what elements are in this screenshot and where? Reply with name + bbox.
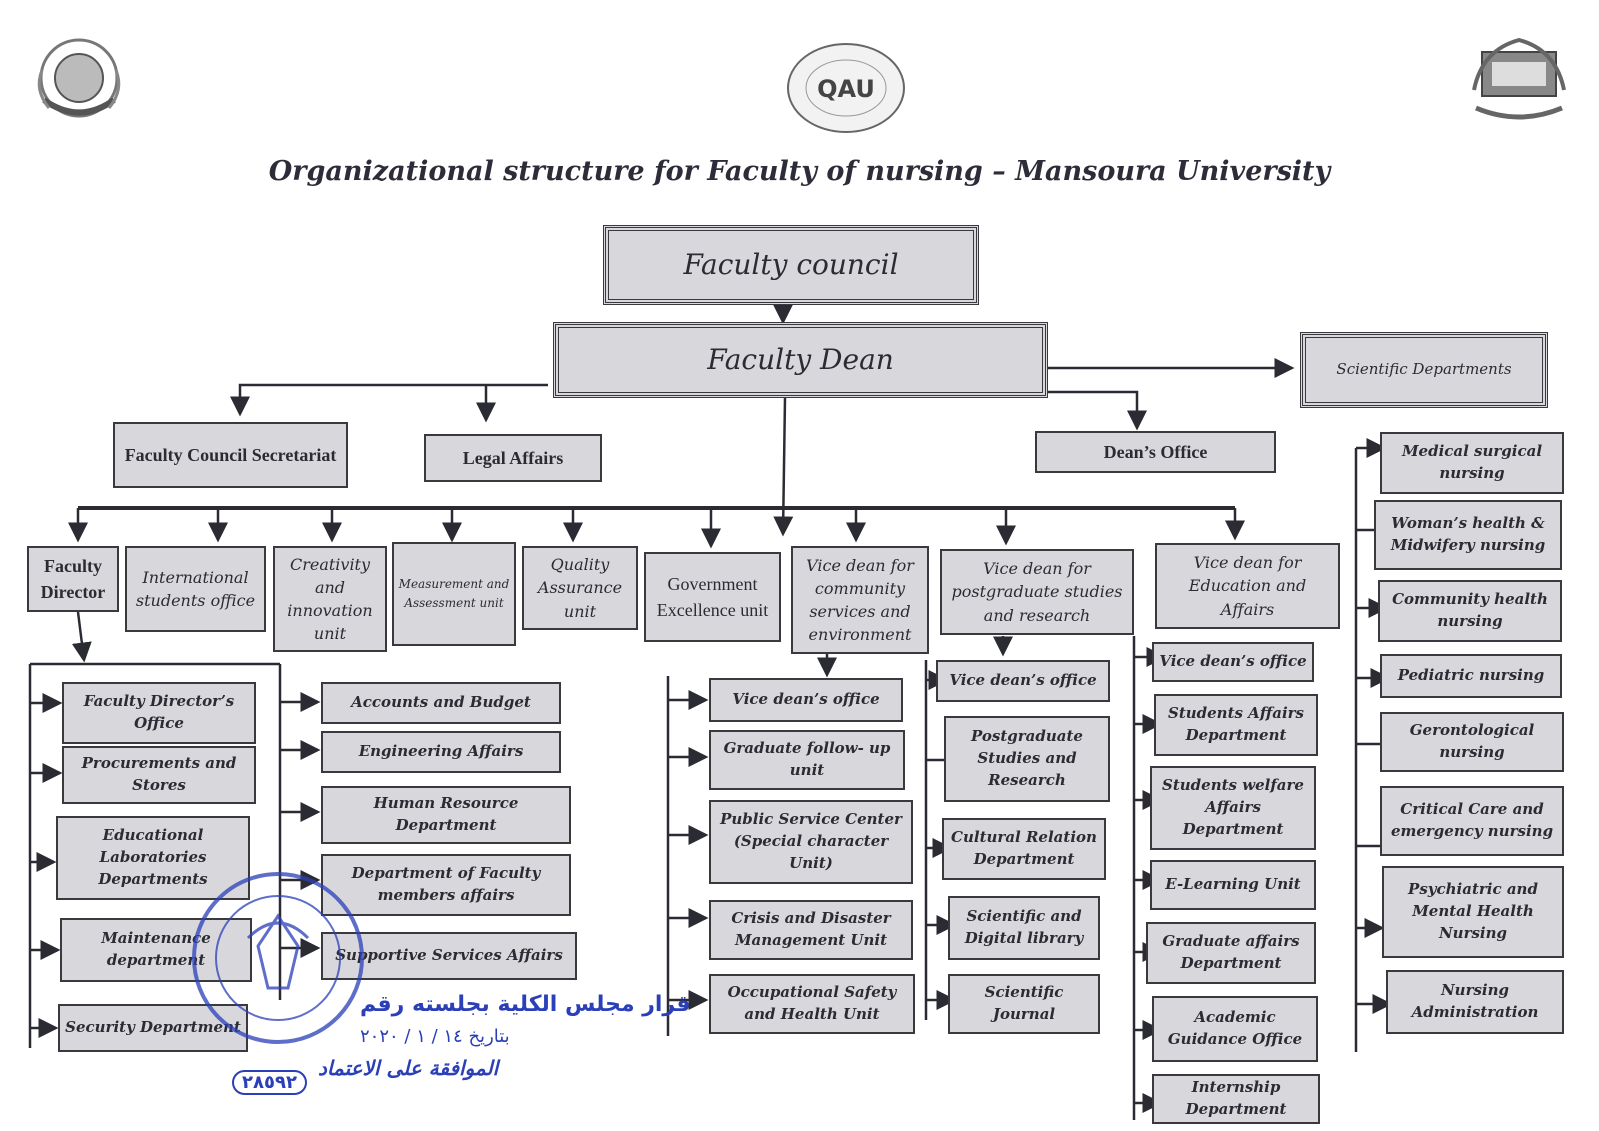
- postgraduate-studies-box: Postgraduate Studies and Research: [944, 716, 1110, 802]
- internship-department-box: Internship Department: [1152, 1074, 1320, 1124]
- graduate-affairs-box: Graduate affairs Department: [1146, 922, 1316, 984]
- cultural-relation-box: Cultural Relation Department: [942, 818, 1106, 880]
- faculty-dean-box: Faculty Dean: [553, 322, 1048, 398]
- faculty-members-affairs-box: Department of Faculty members affairs: [321, 854, 571, 916]
- students-welfare-box: Students welfare Affairs Department: [1150, 766, 1316, 850]
- accounts-budget-box: Accounts and Budget: [321, 682, 561, 724]
- e-learning-box: E-Learning Unit: [1150, 860, 1316, 910]
- community-vd-office-box: Vice dean’s office: [709, 678, 903, 722]
- stamp-signature-text: الموافقة على الاعتماد: [318, 1056, 499, 1080]
- university-emblem-icon: [37, 38, 121, 118]
- crisis-management-box: Crisis and Disaster Management Unit: [709, 900, 913, 960]
- stamp-number-badge: ٢٨٥٩٢: [232, 1070, 307, 1095]
- international-students-box: International students office: [125, 546, 266, 632]
- academic-guidance-box: Academic Guidance Office: [1152, 996, 1318, 1062]
- critical-care-box: Critical Care and emergency nursing: [1380, 786, 1564, 856]
- stamp-date-text: بتاريخ ١٤ / ١ / ٢٠٢٠: [360, 1026, 510, 1047]
- naqaae-seal-icon: QAU: [787, 43, 905, 133]
- vice-dean-education-box: Vice dean for Education and Affairs: [1155, 543, 1340, 629]
- public-service-center-box: Public Service Center (Special character…: [709, 800, 913, 884]
- vice-dean-postgrad-box: Vice dean for postgraduate studies and r…: [940, 549, 1134, 635]
- education-vd-office-box: Vice dean’s office: [1152, 642, 1314, 682]
- government-excellence-box: Government Excellence unit: [644, 552, 781, 642]
- procurements-box: Procurements and Stores: [62, 746, 256, 804]
- womens-health-box: Woman’s health & Midwifery nursing: [1374, 500, 1562, 570]
- deans-office-box: Dean’s Office: [1035, 431, 1276, 473]
- faculty-council-box: Faculty council: [603, 225, 979, 305]
- official-stamp-icon: [192, 872, 364, 1044]
- nursing-administration-box: Nursing Administration: [1386, 970, 1564, 1034]
- medical-surgical-box: Medical surgical nursing: [1380, 432, 1564, 494]
- digital-library-box: Scientific and Digital library: [948, 896, 1100, 960]
- psychiatric-nursing-box: Psychiatric and Mental Health Nursing: [1382, 866, 1564, 958]
- scientific-journal-box: Scientific Journal: [948, 974, 1100, 1034]
- faculty-emblem-icon: [1472, 37, 1566, 120]
- community-health-box: Community health nursing: [1378, 580, 1562, 642]
- maintenance-box: Maintenance department: [60, 918, 252, 982]
- faculty-director-box: Faculty Director: [27, 546, 119, 612]
- educational-labs-box: Educational Laboratories Departments: [56, 816, 250, 900]
- page-title: Organizational structure for Faculty of …: [268, 156, 1331, 187]
- postgrad-vd-office-box: Vice dean’s office: [936, 660, 1110, 702]
- gerontological-box: Gerontological nursing: [1380, 712, 1564, 772]
- legal-affairs-box: Legal Affairs: [424, 434, 602, 482]
- graduate-followup-box: Graduate follow- up unit: [709, 730, 905, 790]
- stamp-decision-text: قرار مجلس الكلية بجلسته رقم: [360, 992, 691, 1017]
- students-affairs-box: Students Affairs Department: [1154, 694, 1318, 756]
- quality-assurance-box: Quality Assurance unit: [522, 546, 638, 630]
- occupational-safety-box: Occupational Safety and Health Unit: [709, 974, 915, 1034]
- faculty-council-secretariat-box: Faculty Council Secretariat: [113, 422, 348, 488]
- seal-text: QAU: [817, 75, 875, 103]
- human-resource-box: Human Resource Department: [321, 786, 571, 844]
- engineering-affairs-box: Engineering Affairs: [321, 731, 561, 773]
- measurement-unit-box: Measurement and Assessment unit: [392, 542, 516, 646]
- vice-dean-community-box: Vice dean for community services and env…: [791, 546, 929, 654]
- creativity-unit-box: Creativity and innovation unit: [273, 546, 387, 652]
- director-office-box: Faculty Director’s Office: [62, 682, 256, 744]
- scientific-departments-box: Scientific Departments: [1300, 332, 1548, 408]
- security-department-box: Security Department: [58, 1004, 248, 1052]
- pediatric-nursing-box: Pediatric nursing: [1380, 654, 1562, 698]
